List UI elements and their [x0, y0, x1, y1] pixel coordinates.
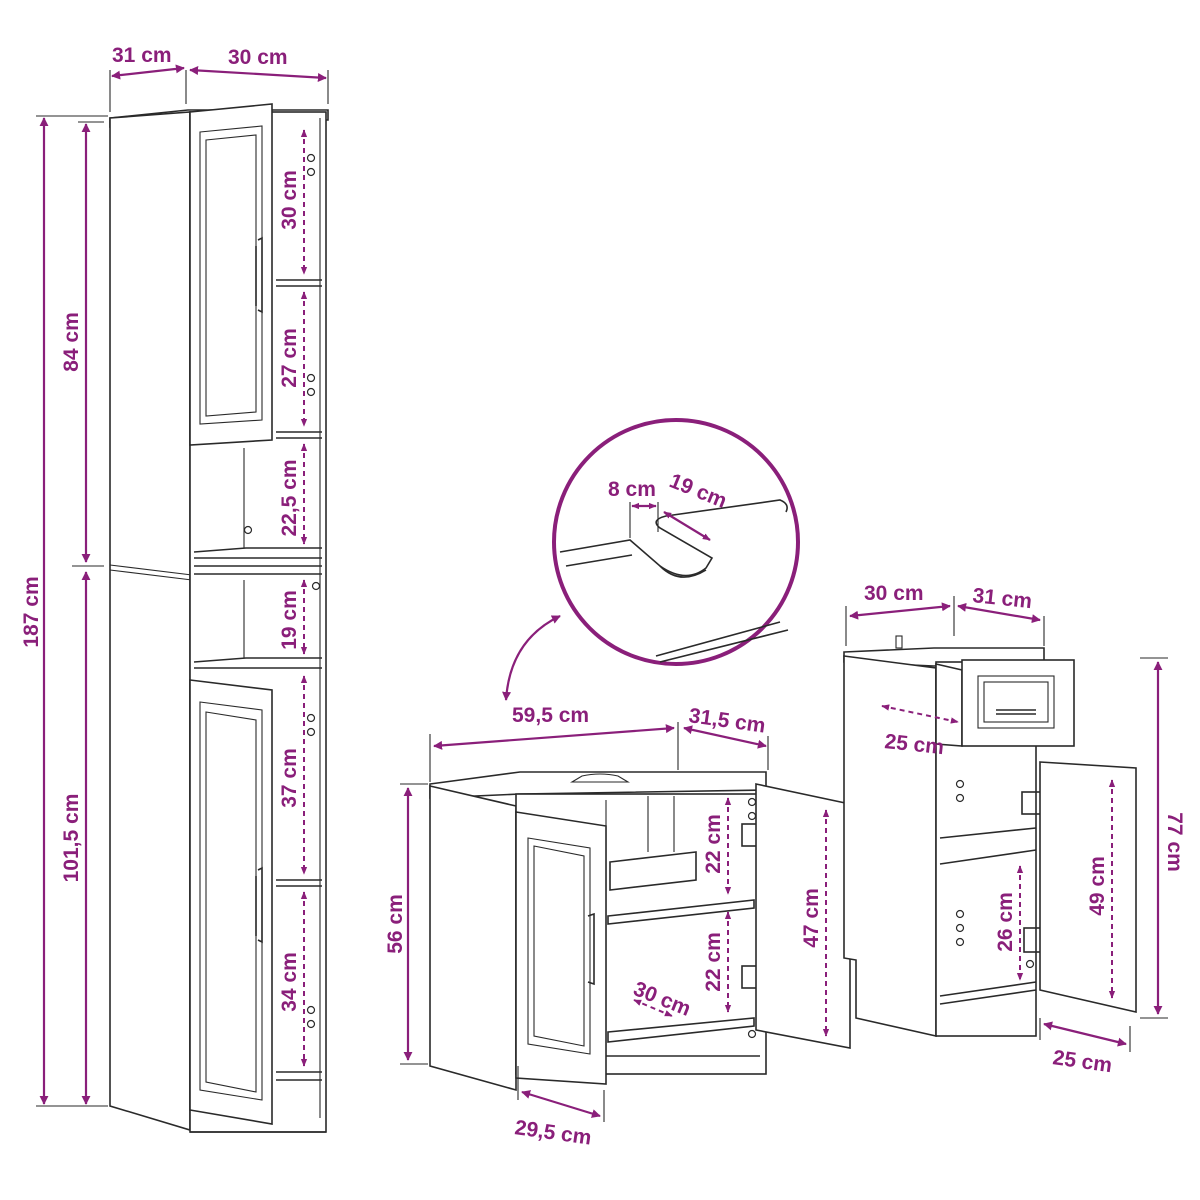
- notch-width-label: 8 cm: [608, 478, 656, 501]
- side-cabinet-dimensions: 30 cm 31 cm 25 cm 77 cm 49 cm 26 cm 25 c…: [845, 582, 1186, 1077]
- tall-shelf-3-label: 22,5 cm: [278, 459, 301, 536]
- side-shelf-label: 26 cm: [994, 892, 1017, 952]
- sink-cabinet-drawing: [429, 771, 858, 1092]
- side-height-label: 77 cm: [1163, 812, 1186, 872]
- tall-width-label: 30 cm: [228, 46, 288, 69]
- sink-shelf-lower-label: 22 cm: [702, 932, 725, 992]
- tall-depth-label: 31 cm: [112, 44, 172, 67]
- tall-shelf-5-label: 37 cm: [278, 748, 301, 808]
- sink-shelf-upper-label: 22 cm: [702, 814, 725, 874]
- sink-width-label: 59,5 cm: [512, 704, 589, 727]
- side-cabinet-drawing: [843, 635, 1137, 1037]
- side-width-label: 30 cm: [864, 582, 924, 605]
- tall-shelf-6-label: 34 cm: [278, 952, 301, 1012]
- sink-cutout-detail: 8 cm 19 cm: [502, 418, 800, 701]
- tall-shelf-2-label: 27 cm: [278, 328, 301, 388]
- tall-upper-height-label: 84 cm: [60, 312, 83, 372]
- side-door-height-label: 49 cm: [1086, 856, 1109, 916]
- sink-height-label: 56 cm: [384, 894, 407, 954]
- tall-lower-height-label: 101,5 cm: [60, 794, 83, 883]
- sink-base-depth-label: 29,5 cm: [513, 1116, 593, 1150]
- detail-pointer-arrow: [502, 615, 561, 701]
- tall-cabinet-dimensions: 31 cm 30 cm 187 cm 84 cm 101,5 cm 30 cm …: [20, 44, 329, 1107]
- tall-total-height-label: 187 cm: [20, 576, 43, 647]
- side-base-depth-label: 25 cm: [1051, 1046, 1113, 1077]
- sink-depth-label: 31,5 cm: [687, 704, 767, 738]
- tall-shelf-4-label: 19 cm: [278, 590, 301, 650]
- tall-depth-arrow: [111, 64, 185, 80]
- tall-shelf-1-label: 30 cm: [278, 170, 301, 230]
- sink-door-height-label: 47 cm: [800, 888, 823, 948]
- tall-width-arrow: [189, 65, 327, 83]
